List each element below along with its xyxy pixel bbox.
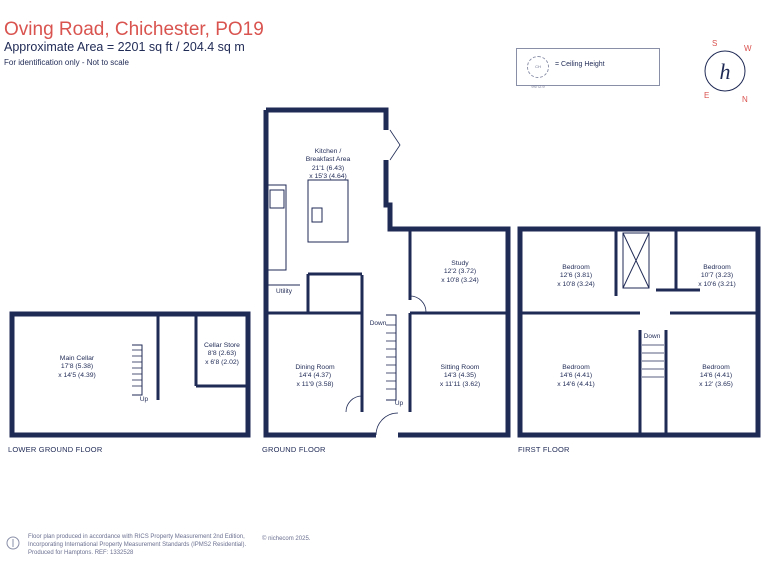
- room-bedroom-2: Bedroom 10'7 (3.23) x 10'6 (3.21): [698, 264, 736, 288]
- ceiling-height-legend: CH 9'6"/2.9 = Ceiling Height: [516, 48, 660, 89]
- ceiling-height-text: = Ceiling Height: [555, 61, 605, 68]
- compass-w: W: [744, 44, 752, 53]
- label-cellar-up: Up: [139, 396, 149, 403]
- ground-doors: [345, 129, 427, 436]
- lower-ground-walls: [9, 311, 251, 438]
- ground-internal-walls: [266, 229, 508, 412]
- identification-note: For identification only - Not to scale: [4, 58, 129, 67]
- floor-label-first: FIRST FLOOR: [518, 445, 570, 454]
- compass-logo: h S W E N: [690, 36, 760, 106]
- room-kitchen: Kitchen / Breakfast Area 21'1 (6.43) x 1…: [305, 148, 351, 181]
- approximate-area: Approximate Area = 2201 sq ft / 204.4 sq…: [4, 40, 245, 54]
- footer-disclaimer: Floor plan produced in accordance with R…: [28, 534, 247, 557]
- label-utility: Utility: [276, 288, 292, 295]
- room-bedroom-3: Bedroom 14'6 (4.41) x 14'6 (4.41): [557, 364, 595, 388]
- first-stairs: [642, 344, 664, 378]
- kitchen-fittings: [267, 179, 349, 271]
- room-dining: Dining Room 14'4 (4.37) x 11'9 (3.58): [295, 364, 335, 388]
- logo-letter: h: [720, 59, 731, 84]
- label-first-down: Down: [643, 333, 661, 340]
- ground-stairs: [386, 314, 397, 401]
- floor-label-lower: LOWER GROUND FLOOR: [8, 445, 103, 454]
- first-fittings: [622, 232, 650, 289]
- property-measurement-icon: [6, 534, 20, 552]
- room-study: Study 12'2 (3.72) x 10'8 (3.24): [441, 260, 479, 284]
- footer-brand: © nichecom 2025.: [262, 536, 311, 542]
- label-ground-down: Down: [369, 320, 387, 327]
- page-title: Oving Road, Chichester, PO19: [4, 19, 264, 40]
- cellar-internal-walls: [132, 316, 248, 400]
- room-bedroom-4: Bedroom 14'6 (4.41) x 12' (3.65): [699, 364, 733, 388]
- cellar-stairs: [132, 349, 142, 387]
- room-main-cellar: Main Cellar 17'8 (5.38) x 14'5 (4.39): [58, 355, 96, 379]
- ceiling-height-badge: CH 9'6"/2.9: [527, 56, 549, 89]
- first-internal-walls: [520, 229, 758, 435]
- room-bedroom-1: Bedroom 12'6 (3.81) x 10'8 (3.24): [557, 264, 595, 288]
- floor-label-ground: GROUND FLOOR: [262, 445, 326, 454]
- room-cellar-store: Cellar Store 8'8 (2.63) x 6'8 (2.02): [204, 342, 240, 366]
- ground-floor-walls: [263, 107, 511, 438]
- compass-n: N: [742, 95, 748, 104]
- compass-s: S: [712, 39, 717, 48]
- label-ground-up: Up: [394, 400, 404, 407]
- compass-e: E: [704, 91, 709, 100]
- room-sitting: Sitting Room 14'3 (4.35) x 11'11 (3.62): [439, 364, 481, 388]
